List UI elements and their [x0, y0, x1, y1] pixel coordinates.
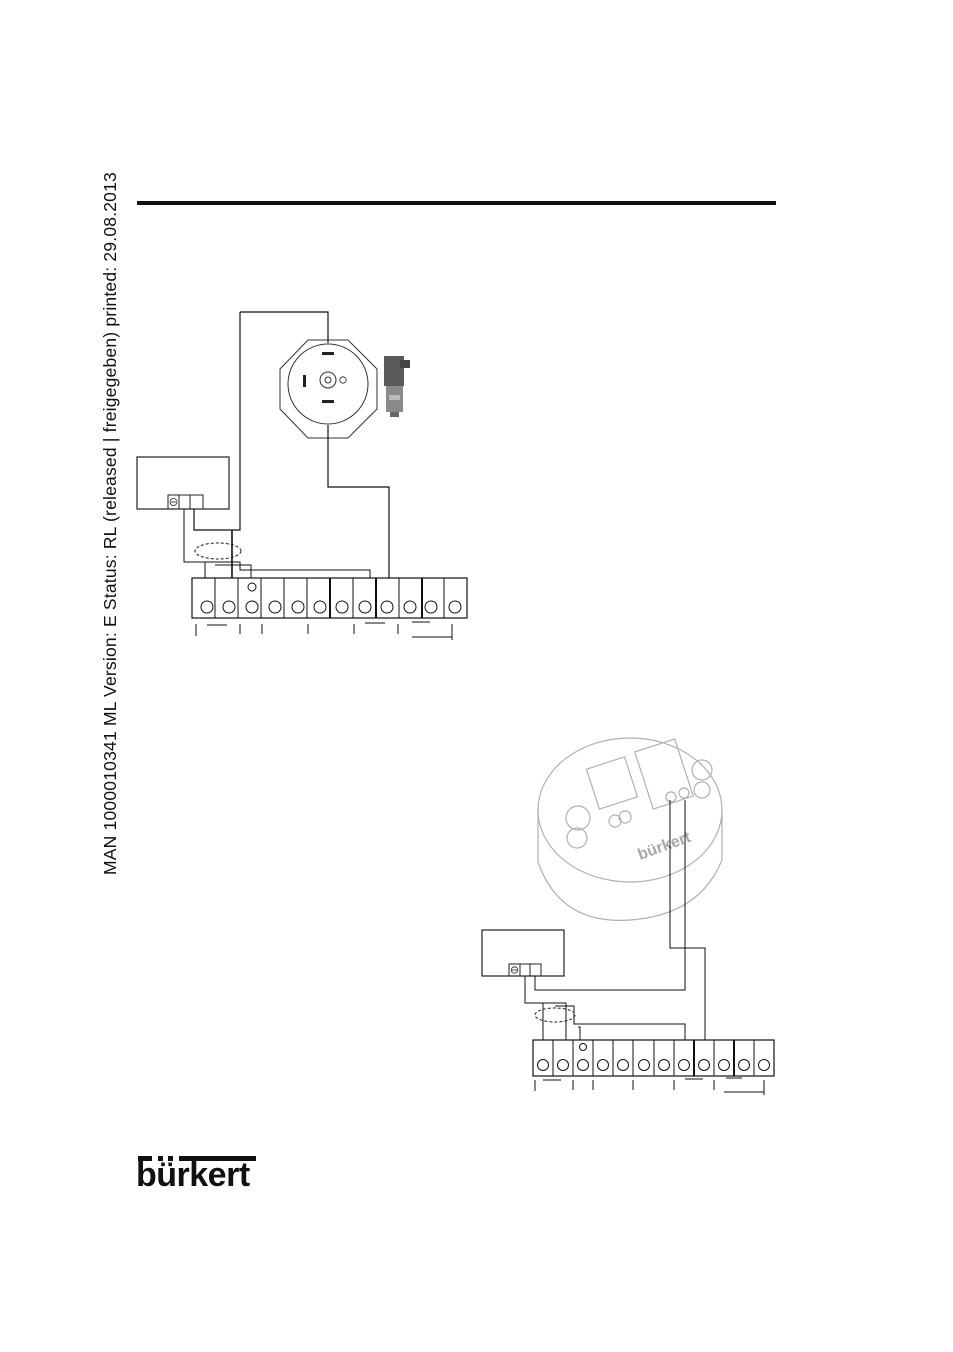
burkert-logo: bürkert: [136, 1156, 256, 1192]
power-supply-box: [482, 930, 564, 976]
logo-wordmark: bürkert: [136, 1158, 250, 1192]
transmitter-housing-icon: [538, 738, 722, 920]
terminal-strip-bottom: [533, 1040, 774, 1095]
